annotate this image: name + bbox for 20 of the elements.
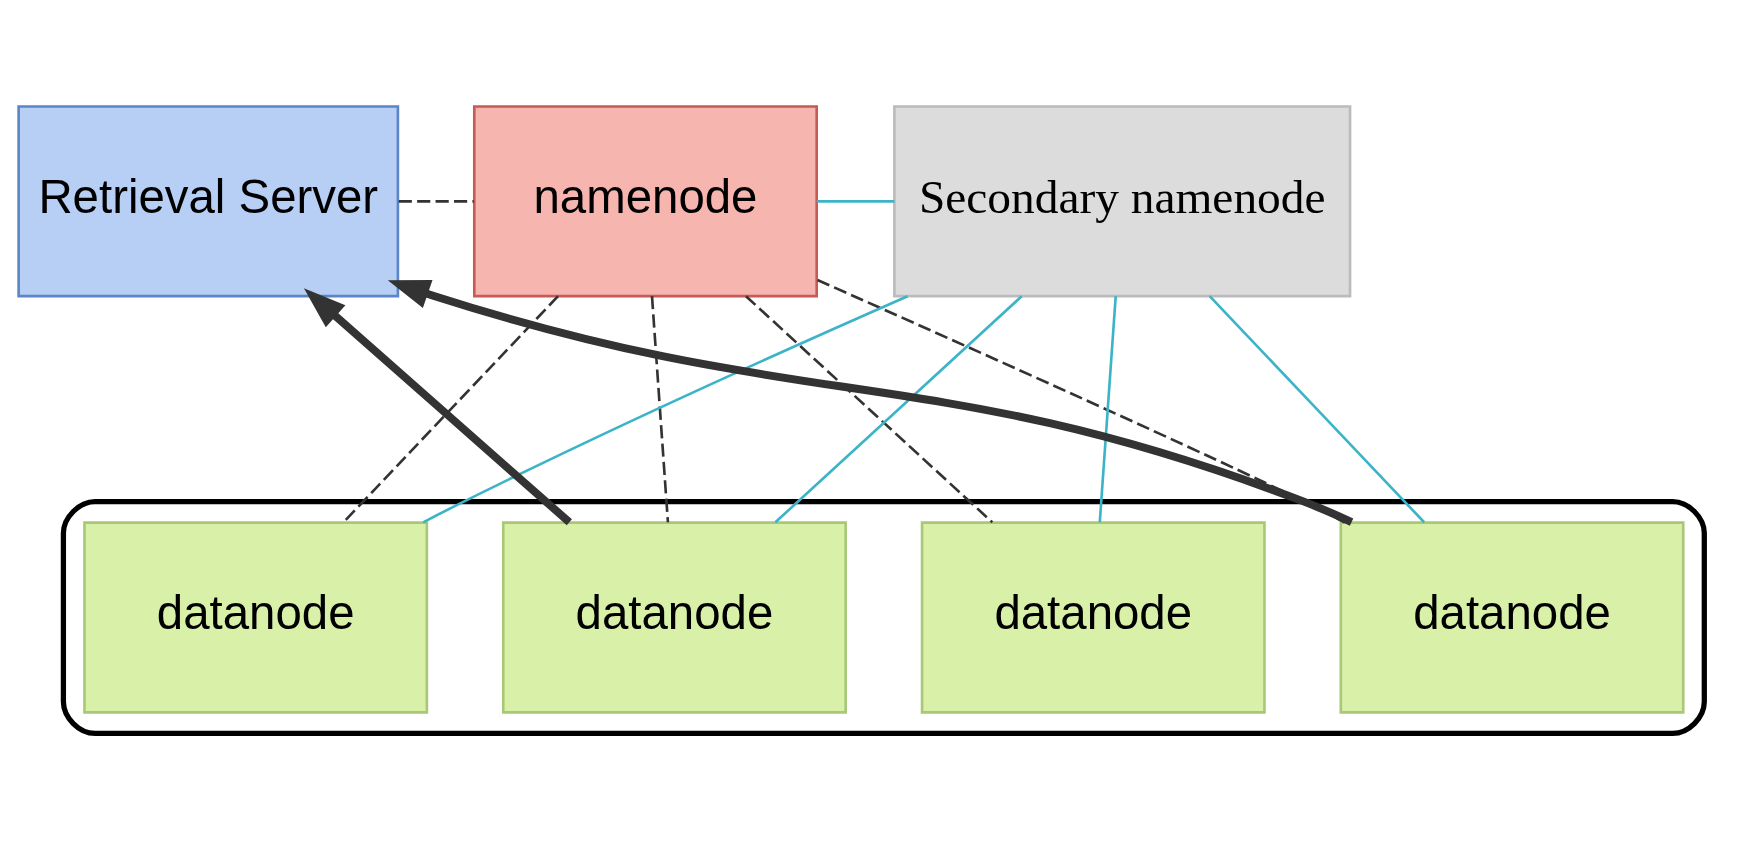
node-box: datanode bbox=[83, 520, 429, 714]
node-box: datanode bbox=[501, 520, 847, 714]
arrow bbox=[387, 279, 1354, 526]
node-box: Retrieval Server bbox=[17, 104, 400, 297]
arrow bbox=[303, 287, 572, 525]
connector bbox=[342, 294, 559, 523]
connector bbox=[745, 294, 994, 523]
node-box: namenode bbox=[472, 104, 818, 297]
connector bbox=[398, 199, 474, 203]
connector bbox=[1208, 294, 1426, 523]
connector bbox=[650, 295, 670, 522]
connector bbox=[774, 294, 1023, 523]
node-box: datanode bbox=[1339, 520, 1685, 714]
cluster bbox=[60, 498, 1707, 736]
connector bbox=[816, 199, 895, 203]
connector bbox=[422, 294, 909, 523]
node-box: datanode bbox=[920, 520, 1266, 714]
connector bbox=[816, 278, 1346, 523]
node-box: Secondary namenode bbox=[893, 104, 1352, 297]
connector bbox=[1098, 295, 1118, 522]
